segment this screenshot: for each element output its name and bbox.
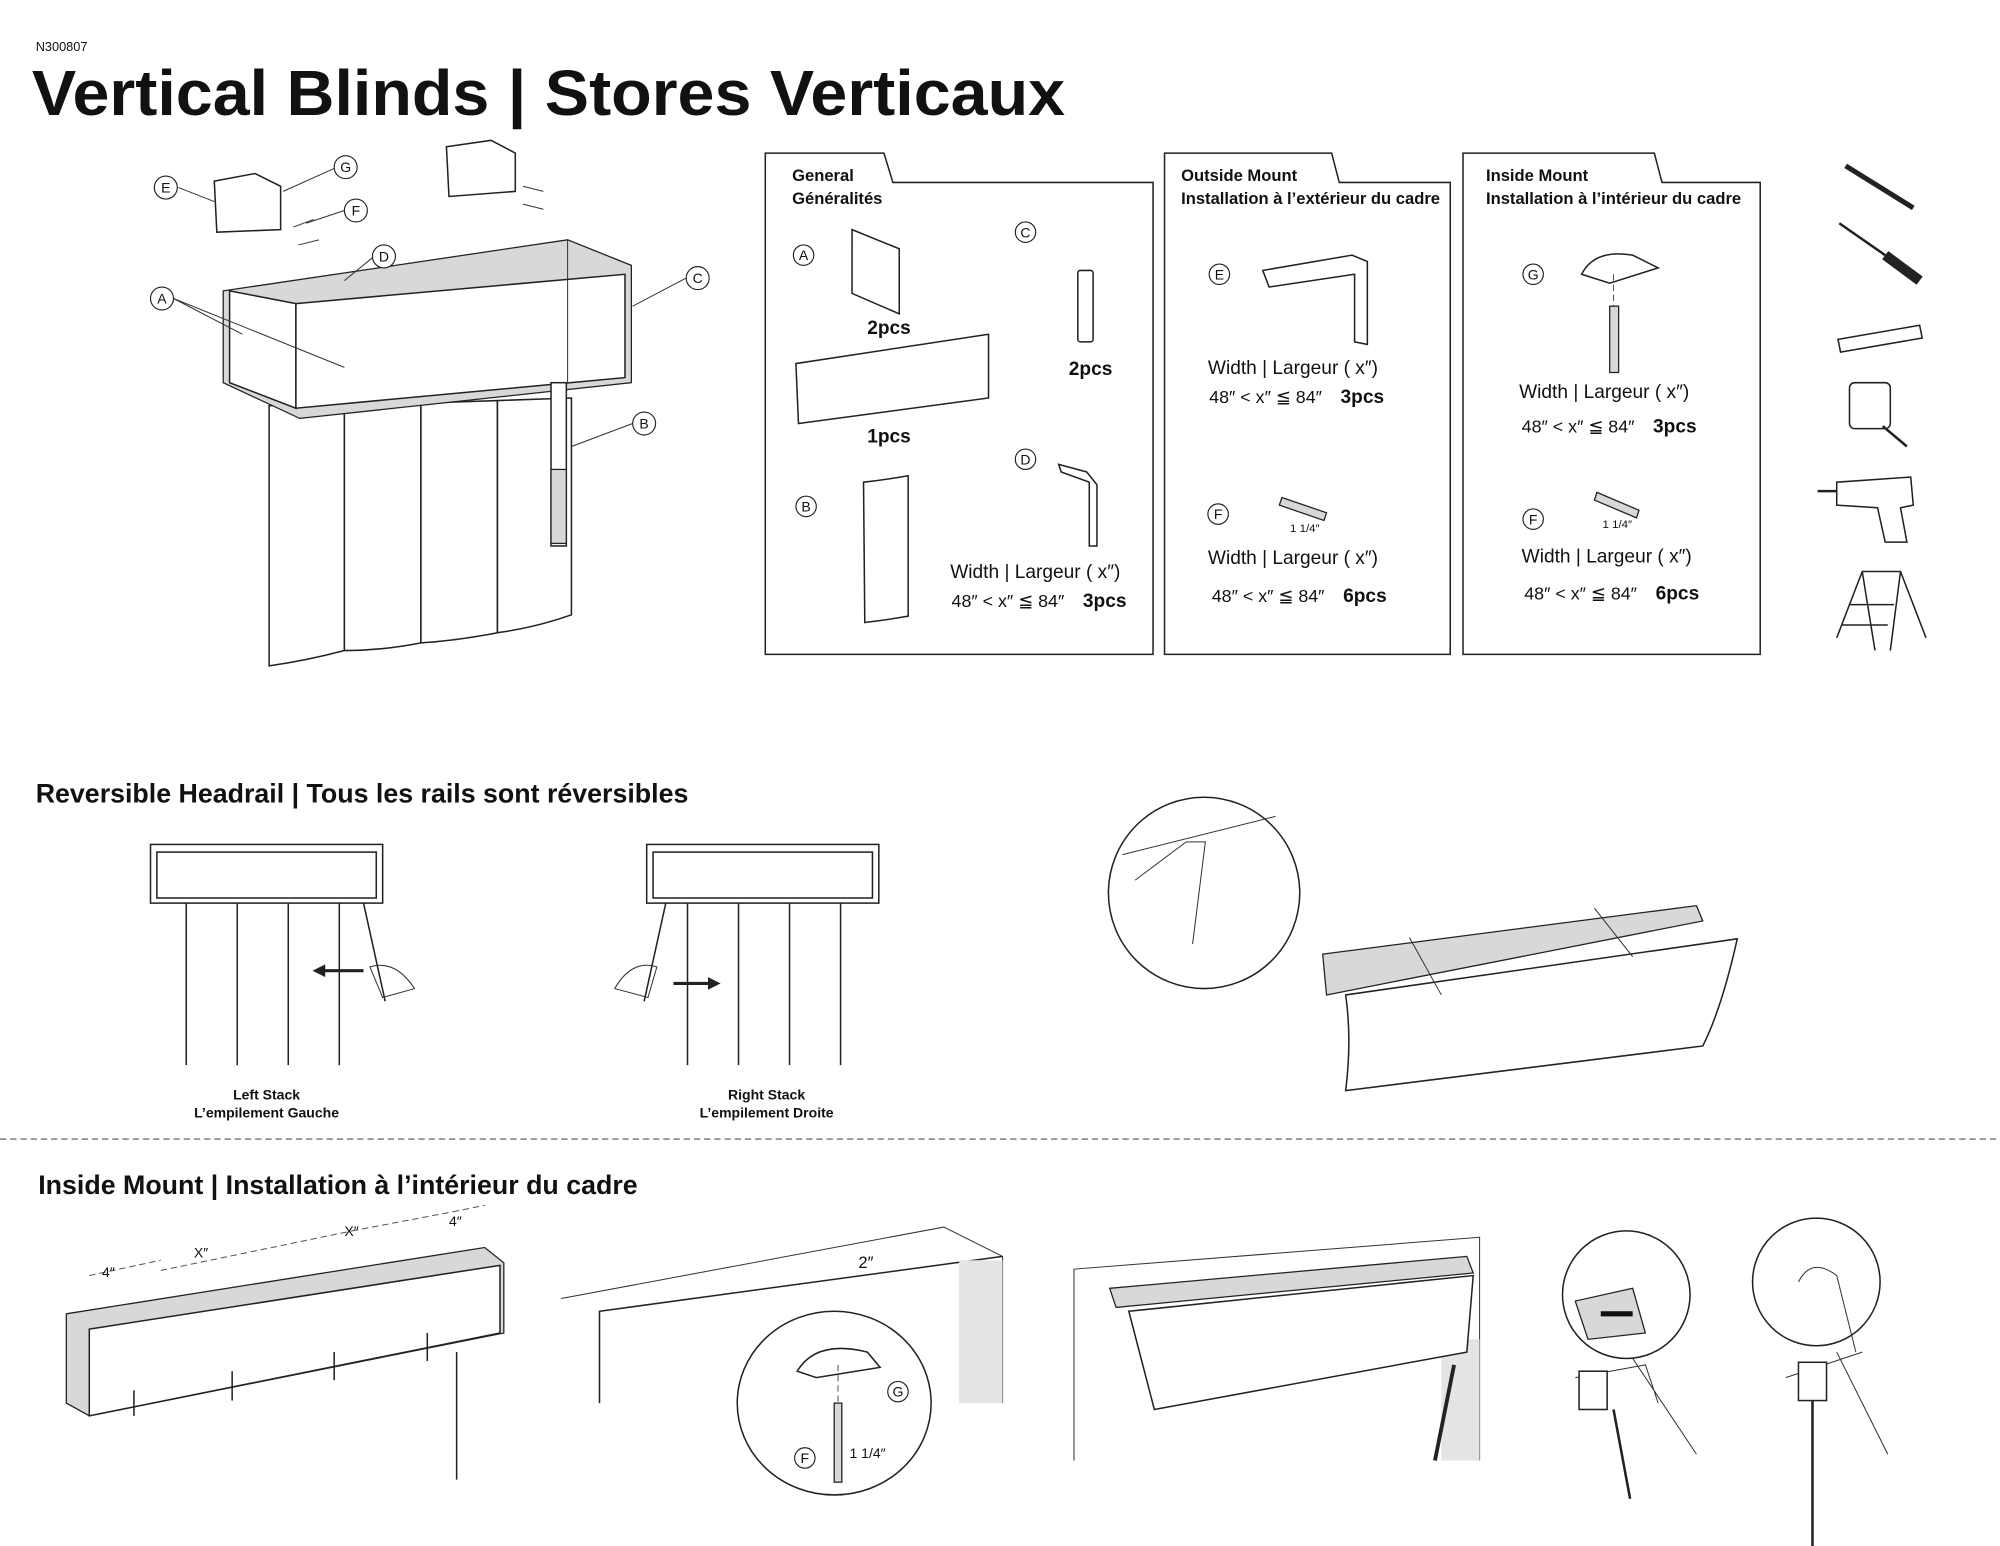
part-b-vane xyxy=(862,474,909,624)
qty-e: 3pcs xyxy=(1341,387,1385,408)
callout-b: B xyxy=(639,416,648,432)
label-b: B xyxy=(801,499,810,515)
callout-c: C xyxy=(693,270,703,286)
headrail-spacing-illustration: 4″ X″ X″ 4″ xyxy=(65,1204,505,1480)
label-e: E xyxy=(1215,266,1224,282)
doc-code: N300807 xyxy=(36,39,88,54)
qty-valance: 1pcs xyxy=(867,427,911,448)
dim-offset: 2″ xyxy=(858,1253,873,1272)
qty-g: 3pcs xyxy=(1653,416,1697,437)
screw-size-f-inside: 1 1/4″ xyxy=(1603,519,1633,531)
width-label-g: Width | Largeur ( x″) xyxy=(1519,382,1689,403)
callout-d: D xyxy=(379,249,389,265)
part-g-clip xyxy=(1580,253,1661,285)
panel-outside-subtitle: Installation à l’extérieur du cadre xyxy=(1181,189,1440,208)
part-callouts: E G F D C A B xyxy=(149,155,710,436)
panel-inside-mount: Inside Mount Installation à l’intérieur … xyxy=(1462,152,1761,656)
right-stack-label: Right Stack xyxy=(728,1087,805,1103)
qty-f-inside: 6pcs xyxy=(1656,584,1700,605)
panel-inside-subtitle: Installation à l’intérieur du cadre xyxy=(1486,189,1741,208)
panel-outside-title: Outside Mount xyxy=(1181,166,1298,185)
callout-a: A xyxy=(157,291,167,307)
vane-attach-detail-2 xyxy=(1751,1217,1889,1546)
panel-general: General Généralités A 2pcs 1pcs C 2pcs D… xyxy=(764,152,1154,656)
tape-measure-icon xyxy=(1848,381,1908,448)
tools-column xyxy=(1817,163,1927,651)
label-g: G xyxy=(1528,266,1539,282)
part-c-end-cap xyxy=(1077,269,1094,343)
left-stack-illustration: Left Stack L’empilement Gauche xyxy=(149,843,416,1120)
part-d-bracket xyxy=(1057,463,1098,547)
panel-outside-mount: Outside Mount Installation à l’extérieur… xyxy=(1163,152,1452,656)
screw-size-f: 1 1/4″ xyxy=(1290,523,1320,535)
range-f: 48″ < x″ ≦ 84″ xyxy=(1212,586,1325,606)
label-f-inside: F xyxy=(1529,511,1538,527)
qty-f: 6pcs xyxy=(1343,586,1387,607)
panel-general-title: General xyxy=(792,166,854,185)
dim-x-2: X″ xyxy=(344,1223,358,1239)
panel-general-subtitle: Généralités xyxy=(792,189,882,208)
range-e: 48″ < x″ ≦ 84″ xyxy=(1209,387,1322,407)
dim-x-1: X″ xyxy=(194,1245,208,1261)
part-f-screw-inside xyxy=(1593,491,1640,519)
level-icon xyxy=(1837,324,1924,353)
page-title: Vertical Blinds | Stores Verticaux xyxy=(32,57,1065,129)
width-label-f: Width | Largeur ( x″) xyxy=(1208,548,1378,569)
blind-assembly-illustration: E G F D C A B xyxy=(149,139,710,667)
left-stack-label-fr: L’empilement Gauche xyxy=(194,1104,339,1120)
screw-size-detail: 1 1/4″ xyxy=(849,1445,885,1461)
drill-icon xyxy=(1817,476,1915,543)
screwdriver-icon xyxy=(1838,222,1923,285)
qty-d: 3pcs xyxy=(1083,591,1127,612)
range-g: 48″ < x″ ≦ 84″ xyxy=(1522,416,1635,436)
width-label-d: Width | Largeur ( x″) xyxy=(950,562,1120,583)
left-stack-label: Left Stack xyxy=(233,1087,300,1103)
width-label-e: Width | Largeur ( x″) xyxy=(1208,358,1378,379)
range-f-inside: 48″ < x″ ≦ 84″ xyxy=(1524,584,1637,604)
headrail-mounted-illustration xyxy=(1073,1236,1481,1461)
dim-end-left: 4″ xyxy=(102,1264,115,1280)
part-e-bracket xyxy=(1261,254,1369,346)
vane-attach-detail-1 xyxy=(1561,1230,1697,1499)
label-g-detail: G xyxy=(893,1384,904,1400)
part-g-screw xyxy=(1609,305,1620,374)
label-c: C xyxy=(1020,224,1030,240)
clip-placement-illustration: 2″ G F 1 1/4″ xyxy=(561,1226,1004,1496)
part-a-valance-end xyxy=(851,228,900,315)
callout-g: G xyxy=(340,159,351,175)
part-f-screw xyxy=(1278,496,1328,522)
right-stack-illustration: Right Stack L’empilement Droite xyxy=(614,843,880,1120)
valance-install-illustration xyxy=(1107,796,1739,1092)
panel-inside-title: Inside Mount xyxy=(1486,166,1589,185)
step-ladder-icon xyxy=(1836,570,1927,651)
dim-end-right: 4″ xyxy=(449,1213,462,1229)
callout-e: E xyxy=(161,180,170,196)
label-f: F xyxy=(1214,506,1223,522)
label-f-detail: F xyxy=(801,1450,810,1466)
reversible-heading: Reversible Headrail | Tous les rails son… xyxy=(36,778,689,808)
qty-c: 2pcs xyxy=(1069,359,1113,380)
width-label-f-inside: Width | Largeur ( x″) xyxy=(1522,547,1692,568)
label-a: A xyxy=(799,247,809,263)
qty-a: 2pcs xyxy=(867,318,911,339)
right-stack-label-fr: L’empilement Droite xyxy=(700,1104,834,1120)
range-d: 48″ < x″ ≦ 84″ xyxy=(952,591,1065,611)
vanes xyxy=(268,397,573,667)
callout-f: F xyxy=(352,203,361,219)
part-a-valance xyxy=(795,333,990,425)
pencil-icon xyxy=(1844,163,1915,211)
label-d: D xyxy=(1020,451,1030,467)
inside-mount-heading: Inside Mount | Installation à l’intérieu… xyxy=(38,1170,637,1200)
